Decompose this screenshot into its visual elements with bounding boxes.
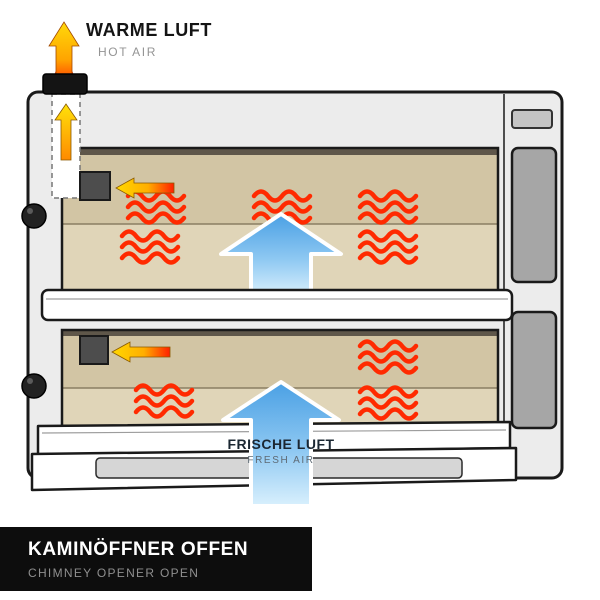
chimney-cap-icon: [42, 73, 88, 95]
chimney-outlet: [42, 21, 88, 95]
fresh-air-title: FRISCHE LUFT: [227, 436, 335, 452]
banner-subtitle: CHIMNEY OPENER OPEN: [28, 565, 200, 580]
knob-highlight: [27, 208, 33, 214]
control-column: [510, 109, 558, 430]
duct-arrow-icon: [54, 103, 78, 161]
exhaust-port-lower: [79, 335, 109, 365]
status-banner: KAMINÖFFNER OFFEN CHIMNEY OPENER OPEN: [0, 527, 312, 591]
fresh-air-arrow-icon: [221, 380, 341, 508]
knob-icon: [21, 373, 47, 399]
fresh-air-label-group: FRISCHE LUFT FRESH AIR: [181, 436, 381, 466]
exhaust-port-upper: [79, 171, 111, 201]
lower-chamber: [60, 328, 500, 428]
hot-air-subtitle: HOT AIR: [98, 45, 157, 59]
control-panel-lower: [510, 310, 558, 430]
knob-icon: [21, 203, 47, 229]
chimney-duct: [51, 93, 175, 201]
upper-deck-front: [40, 288, 514, 322]
hot-air-arrow-icon: [48, 21, 80, 77]
door-knobs: [21, 203, 47, 399]
display-window: [511, 109, 553, 129]
hot-air-title: WARME LUFT: [86, 20, 212, 40]
banner-title: KAMINÖFFNER OFFEN: [28, 538, 249, 560]
fresh-air-subtitle: FRESH AIR: [247, 455, 315, 466]
knob-highlight: [27, 378, 33, 384]
control-panel-upper: [510, 146, 558, 284]
hot-air-label-group: WARME LUFT HOT AIR: [86, 20, 212, 59]
